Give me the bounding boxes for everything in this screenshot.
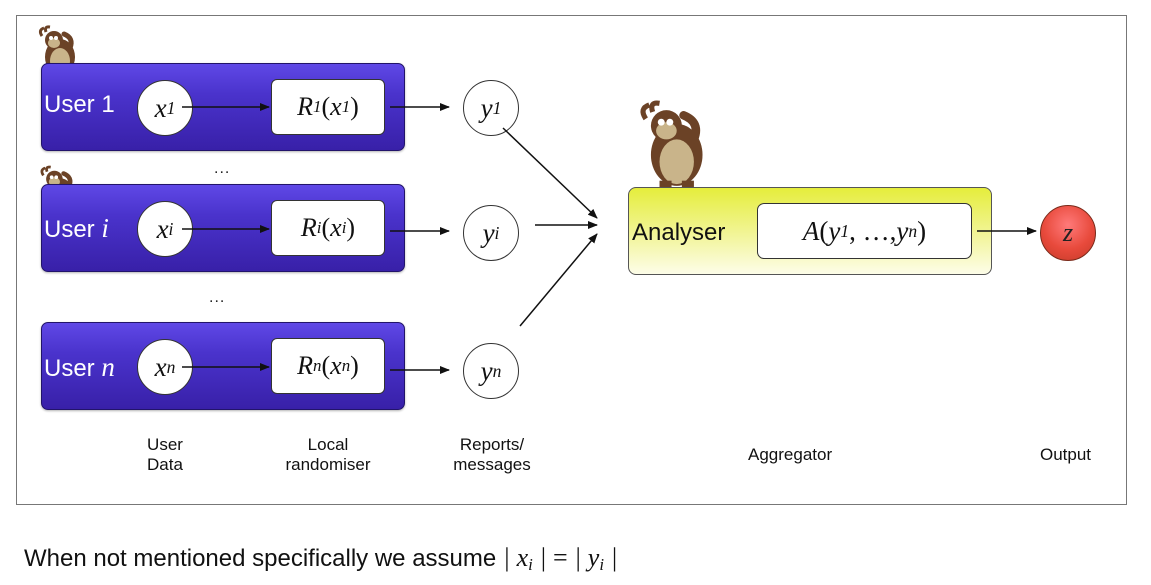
column-label-reports: Reports/messages: [453, 435, 531, 474]
diagram-frame: [16, 15, 1127, 505]
arrow-y1-to-analyser: [502, 127, 598, 219]
analyser-label: Analyser: [632, 219, 726, 246]
column-label-output: Output: [1040, 445, 1092, 464]
user-i-label: User i: [44, 213, 109, 243]
column-label-aggregator: Aggregator: [748, 445, 833, 464]
ellipsis-1: ...: [214, 160, 231, 177]
footer-assumption: When not mentioned specifically we assum…: [24, 543, 618, 575]
taz-mascot-icon: [640, 100, 703, 195]
output-circle: z: [1040, 205, 1096, 261]
user-n-label: User n: [44, 352, 115, 382]
arrow-yn-to-analyser: [519, 233, 598, 327]
ellipsis-2: ...: [209, 289, 226, 306]
user-1-label: User 1: [44, 91, 115, 118]
